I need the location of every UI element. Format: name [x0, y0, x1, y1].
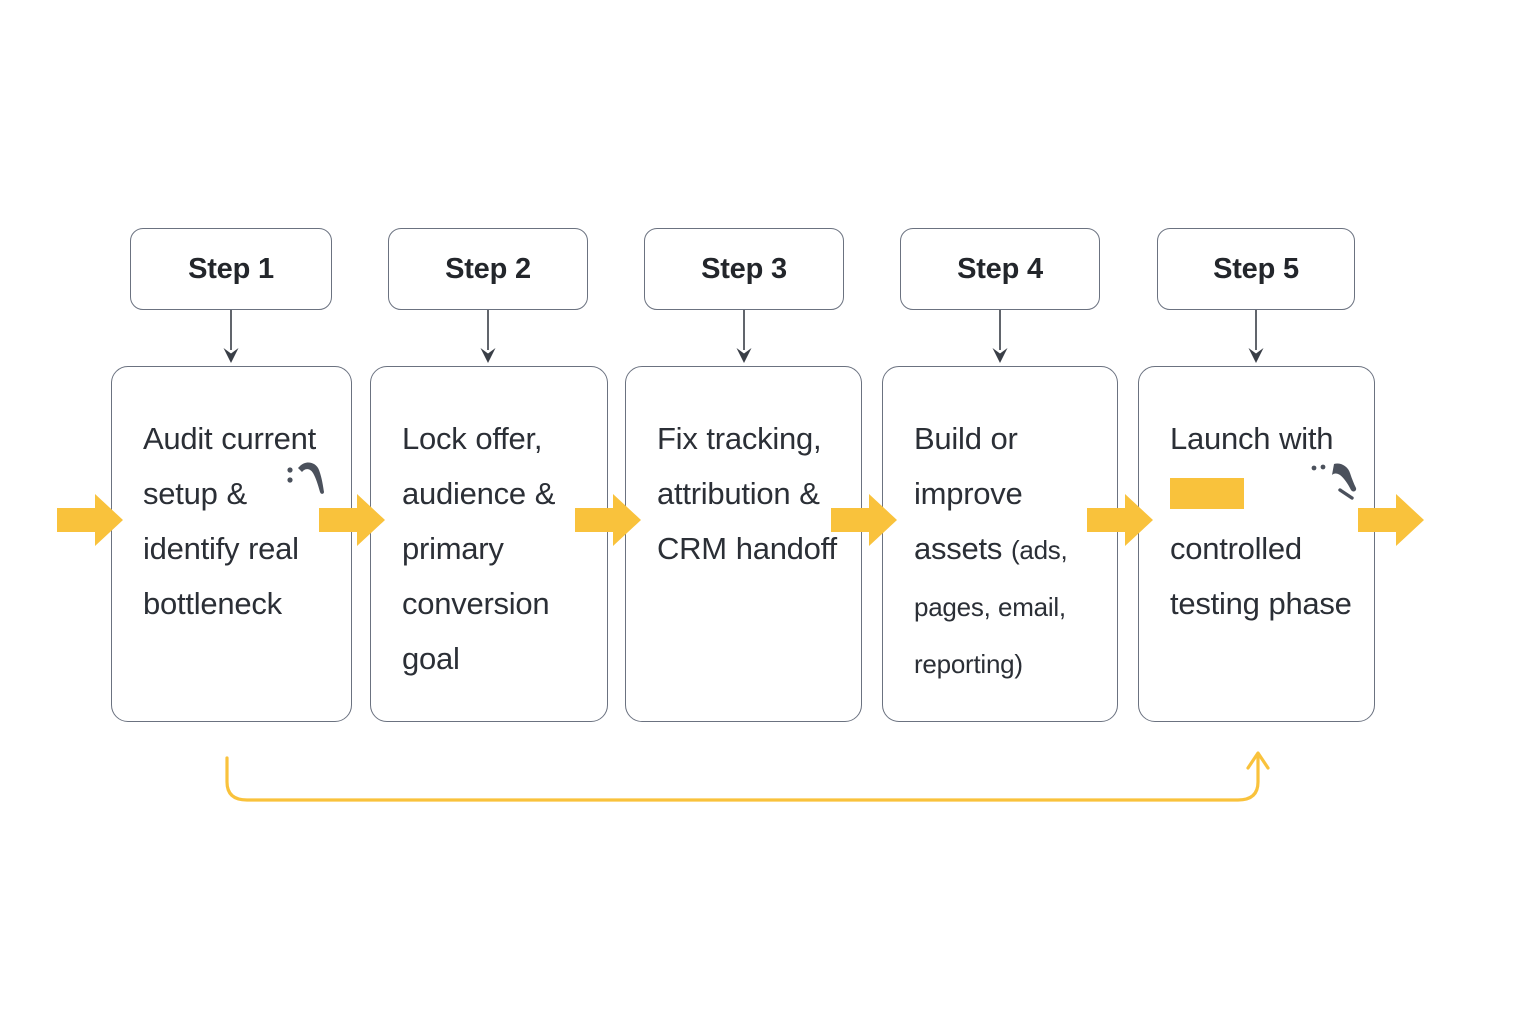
connector-arrow-step-5 — [1243, 310, 1269, 368]
cursor-artifact-icon-1 — [286, 456, 334, 505]
step-card-text-4-note: (ads, pages, email, reporting) — [914, 535, 1068, 679]
step-header-pill-1[interactable]: Step 1 — [130, 228, 332, 310]
step-card-5[interactable]: Launch with controlled testing phase — [1138, 366, 1375, 722]
step-header-pill-4[interactable]: Step 4 — [900, 228, 1100, 310]
flow-arrow-1-2-icon — [319, 494, 385, 546]
step-card-text-2: Lock offer, audience & primary conversio… — [402, 421, 556, 676]
redaction-block — [1170, 478, 1244, 509]
step-header-label-2: Step 2 — [445, 252, 531, 285]
step-card-2[interactable]: Lock offer, audience & primary conversio… — [370, 366, 608, 722]
step-card-text-4-main: Build or improve assets — [914, 421, 1023, 566]
connector-arrow-step-3 — [731, 310, 757, 368]
step-card-1[interactable]: Audit current setup & identify real bott… — [111, 366, 352, 722]
connector-arrow-step-4 — [987, 310, 1013, 368]
step-card-text-5-pre: Launch with — [1170, 421, 1334, 456]
step-card-text-5: Launch with controlled testing phase — [1170, 411, 1358, 631]
connector-arrow-step-2 — [475, 310, 501, 368]
step-card-text-5-post: controlled testing phase — [1170, 531, 1352, 621]
flow-arrow-3-4-icon — [831, 494, 897, 546]
step-card-text-1: Audit current setup & identify real bott… — [143, 421, 317, 621]
step-header-label-4: Step 4 — [957, 252, 1043, 285]
step-card-text-4: Build or improve assets (ads, pages, ema… — [914, 411, 1101, 692]
step-header-label-3: Step 3 — [701, 252, 787, 285]
connector-arrow-step-1 — [218, 310, 244, 368]
flow-arrow-2-3-icon — [575, 494, 641, 546]
flow-arrow-in-icon — [57, 494, 123, 546]
step-header-pill-5[interactable]: Step 5 — [1157, 228, 1355, 310]
step-header-pill-3[interactable]: Step 3 — [644, 228, 844, 310]
cursor-artifact-icon-2 — [1310, 458, 1370, 511]
step-header-label-5: Step 5 — [1213, 252, 1299, 285]
step-card-4[interactable]: Build or improve assets (ads, pages, ema… — [882, 366, 1118, 722]
flow-arrow-4-5-icon — [1087, 494, 1153, 546]
step-header-label-1: Step 1 — [188, 252, 274, 285]
step-header-pill-2[interactable]: Step 2 — [388, 228, 588, 310]
step-card-text-3: Fix tracking, attribution & CRM handoff — [657, 421, 837, 566]
step-card-3[interactable]: Fix tracking, attribution & CRM handoff — [625, 366, 862, 722]
flow-arrow-out-icon — [1358, 494, 1424, 546]
